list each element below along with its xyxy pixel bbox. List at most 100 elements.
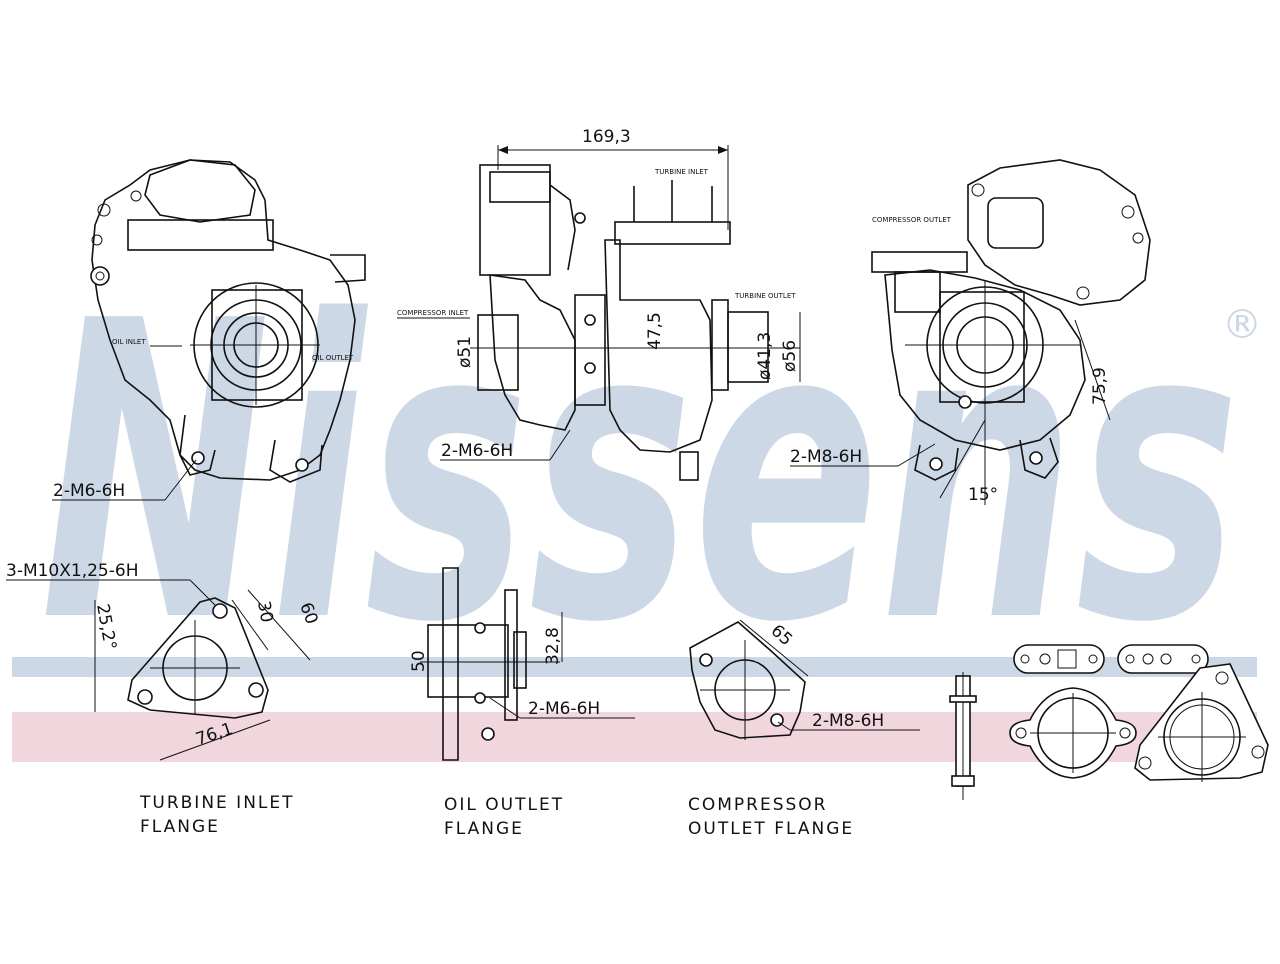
turbine-dim-30: 30 — [253, 599, 276, 624]
small-gasket-1-hole-b — [1039, 653, 1051, 665]
front-left-boss-inner — [95, 271, 105, 281]
turbine-flange-thread-leader-diag — [189, 579, 216, 606]
oil-flange-hole-1 — [474, 622, 486, 634]
turbine-dim-60-line — [247, 589, 311, 661]
medium-gasket-hole-r — [1119, 727, 1131, 739]
front-thread-label: 2-M6-6H — [53, 481, 125, 501]
side-turbine-outlet-label: TURBINE OUTLET — [734, 292, 796, 300]
rear-housing-outline — [884, 269, 1086, 451]
side-actuator-pin — [574, 212, 586, 224]
front-foot-left — [179, 414, 216, 476]
oil-dim-32-8: 32,8 — [543, 627, 563, 665]
side-thread-leader-diag — [549, 429, 571, 461]
front-housing-outline — [91, 159, 356, 481]
compressor-flange-hole-1 — [699, 653, 713, 667]
gasket-kit — [949, 644, 1269, 800]
side-dim-d56: ø56 — [780, 340, 800, 372]
side-turbine-inlet-label: TURBINE INLET — [654, 168, 709, 176]
rear-thread-label: 2-M8-6H — [790, 447, 862, 467]
compressor-thread-label: 2-M8-6H — [812, 711, 884, 731]
rear-foot — [914, 444, 959, 481]
front-top-hole-3 — [91, 234, 103, 246]
registered-mark: ® — [1222, 302, 1262, 348]
rear-foot-hole-1 — [929, 457, 943, 471]
rear-actuator-can — [987, 197, 1044, 249]
side-dim-arrow-right — [718, 146, 728, 154]
rear-actuator-outline — [967, 159, 1151, 306]
side-thread-label: 2-M6-6H — [441, 441, 513, 461]
side-dim-d51: ø51 — [455, 336, 475, 368]
front-view: OIL INLET OIL OUTLET 2-M6-6H — [52, 159, 366, 501]
rear-top-hole-4 — [1076, 286, 1090, 300]
small-gasket-2-hole-b — [1142, 653, 1154, 665]
rear-top-hole-2 — [1121, 205, 1135, 219]
oil-flange-body — [427, 624, 509, 698]
side-compressor-inlet-label: COMPRESSOR INLET — [397, 309, 469, 317]
front-actuator-body — [144, 159, 256, 223]
side-dim-47-5: 47,5 — [645, 312, 665, 350]
small-gasket-1-hole-c — [1088, 654, 1098, 664]
oil-pipe-cap-top — [949, 695, 977, 703]
oil-thread-leader-diag — [489, 697, 521, 719]
rear-compressor-outlet-label: COMPRESSOR OUTLET — [872, 216, 952, 224]
oil-flange-hole-2 — [474, 692, 486, 704]
turbine-dim-76-line — [159, 719, 271, 761]
side-dim-d41-3: ø41,3 — [755, 332, 775, 380]
small-gasket-1-hole-a — [1020, 654, 1030, 664]
side-plate-hole-2 — [584, 362, 596, 374]
oil-flange-caption-2: FLANGE — [444, 819, 524, 839]
side-actuator-arm — [549, 184, 576, 271]
side-outlet-pipe — [727, 311, 769, 383]
oil-dim-50: 50 — [409, 650, 429, 672]
compressor-flange-caption-1: COMPRESSOR — [688, 795, 828, 815]
rear-foot-hole-2 — [1029, 451, 1043, 465]
small-gasket-1-center — [1057, 649, 1077, 669]
side-center-plate — [574, 294, 606, 406]
rear-view: 75,9 15° COMPRESSOR OUTLET 2-M8-6H — [790, 159, 1151, 505]
front-thread-leader-diag — [164, 459, 197, 501]
rear-center-square — [939, 291, 1025, 403]
side-turbine-housing — [604, 239, 713, 453]
brand-watermark-text: Nissens — [40, 234, 1240, 712]
side-dim-arrow-left — [498, 146, 508, 154]
front-oil-inlet-label: OIL INLET — [112, 338, 146, 346]
side-actuator-block — [479, 164, 551, 276]
front-top-hole-1 — [97, 203, 111, 217]
rear-top-hole-3 — [1132, 232, 1144, 244]
side-actuator-cap — [489, 171, 551, 203]
brand-blue-line — [12, 657, 1257, 677]
compressor-outlet-flange: 65 2-M8-6H COMPRESSOR OUTLET FLANGE — [688, 619, 920, 839]
front-foot-hole-2 — [295, 458, 309, 472]
small-gasket-2 — [1117, 644, 1209, 674]
side-plate-hole-1 — [584, 314, 596, 326]
turbine-inlet-flange: 3-M10X1,25-6H 25,2° 30 60 76,1 TURBINE I… — [6, 561, 321, 837]
oil-pipe-cap-bottom — [951, 775, 975, 787]
brand-watermark: Nissens ® — [12, 234, 1262, 762]
oil-flange-tube — [504, 589, 518, 721]
front-foot-right — [269, 439, 323, 483]
side-compressor-inlet — [477, 314, 519, 391]
front-right-port — [330, 254, 366, 283]
oil-flange-plate — [442, 567, 459, 761]
side-overall-length: 169,3 — [582, 127, 631, 147]
rear-dim-75-9: 75,9 — [1090, 367, 1110, 405]
rear-top-hole-1 — [971, 183, 985, 197]
medium-gasket-hole-l — [1015, 727, 1027, 739]
compressor-flange-caption-2: OUTLET FLANGE — [688, 819, 854, 839]
rear-foot-right — [1019, 437, 1059, 479]
turbine-flange-outline — [127, 597, 269, 719]
small-gasket-2-hole-c — [1160, 653, 1172, 665]
oil-thread-label: 2-M6-6H — [528, 699, 600, 719]
turbine-flange-hole-1 — [212, 603, 228, 619]
triangle-gasket-hole-3 — [1251, 745, 1265, 759]
triangle-gasket-hole-1 — [1215, 671, 1229, 685]
oil-flange-caption-1: OIL OUTLET — [444, 795, 564, 815]
compressor-flange-outline — [689, 621, 806, 739]
turbine-flange-caption-2: FLANGE — [140, 817, 220, 837]
triangle-gasket-hole-2 — [1138, 756, 1152, 770]
turbine-flange-thread-label: 3-M10X1,25-6H — [6, 561, 138, 581]
turbine-flange-hole-2 — [137, 689, 153, 705]
front-left-boss — [90, 266, 110, 286]
